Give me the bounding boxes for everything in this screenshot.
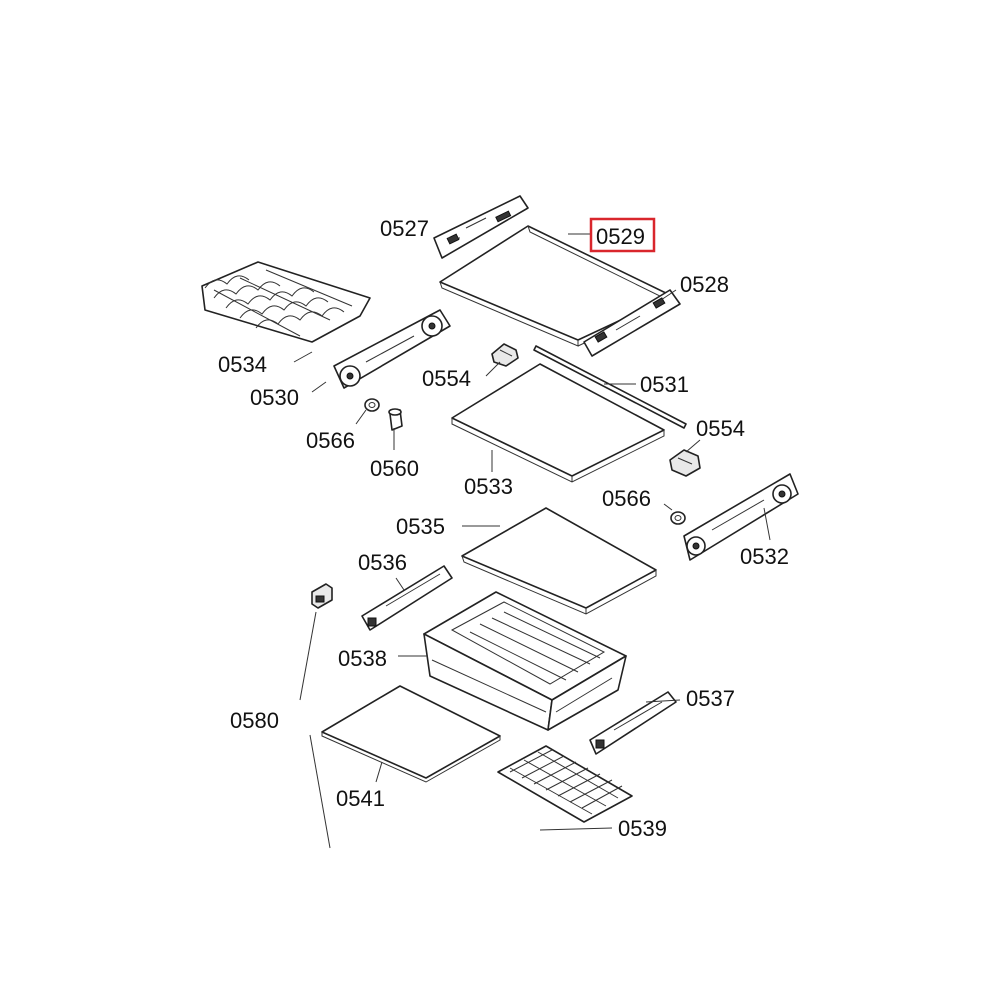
leader-lines	[293, 233, 771, 849]
part-labels: 0527 0529 0528 0534 0530 0554 0531 0554 …	[218, 216, 789, 841]
part-0534-wine-rack[interactable]	[201, 261, 371, 343]
label-0535: 0535	[396, 514, 445, 539]
part-0533-glass-shelf[interactable]	[451, 363, 665, 483]
label-0534: 0534	[218, 352, 267, 377]
label-0560: 0560	[370, 456, 419, 481]
label-0532: 0532	[740, 544, 789, 569]
label-0566-right: 0566	[602, 486, 651, 511]
part-0580-clip[interactable]	[311, 583, 333, 609]
label-0530: 0530	[250, 385, 299, 410]
label-0528: 0528	[680, 272, 729, 297]
label-0566-left: 0566	[306, 428, 355, 453]
part-0566-bushing-left[interactable]	[364, 398, 380, 412]
part-0536-left-rail[interactable]	[361, 565, 453, 631]
label-0537: 0537	[686, 686, 735, 711]
part-0554-clip-left[interactable]	[491, 343, 519, 367]
part-0535-drawer-cover[interactable]	[461, 507, 657, 615]
label-0538: 0538	[338, 646, 387, 671]
label-0554-left: 0554	[422, 366, 471, 391]
label-0539: 0539	[618, 816, 667, 841]
label-0529: 0529	[596, 224, 645, 249]
part-0541-bottom-plate[interactable]	[321, 685, 501, 783]
label-0531: 0531	[640, 372, 689, 397]
highlight-box-0529	[589, 217, 656, 253]
label-0541: 0541	[336, 786, 385, 811]
part-0538-drawer[interactable]	[423, 591, 627, 731]
label-0554-right: 0554	[696, 416, 745, 441]
label-0580: 0580	[230, 708, 279, 733]
label-0533: 0533	[464, 474, 513, 499]
part-0531-rod[interactable]	[533, 345, 687, 429]
part-0527-left-bracket[interactable]	[433, 195, 529, 259]
part-0554-clip-right[interactable]	[669, 449, 701, 477]
part-0537-right-rail[interactable]	[589, 691, 677, 755]
part-0528-right-bracket[interactable]	[583, 289, 681, 357]
part-0539-grille[interactable]	[497, 745, 633, 823]
label-0527: 0527	[380, 216, 429, 241]
label-0536: 0536	[358, 550, 407, 575]
part-0532-right-side-plate[interactable]	[683, 473, 799, 561]
part-0530-left-side-plate[interactable]	[333, 309, 451, 389]
part-0566-bushing-right[interactable]	[670, 511, 686, 525]
part-0560-spacer[interactable]	[388, 408, 403, 431]
